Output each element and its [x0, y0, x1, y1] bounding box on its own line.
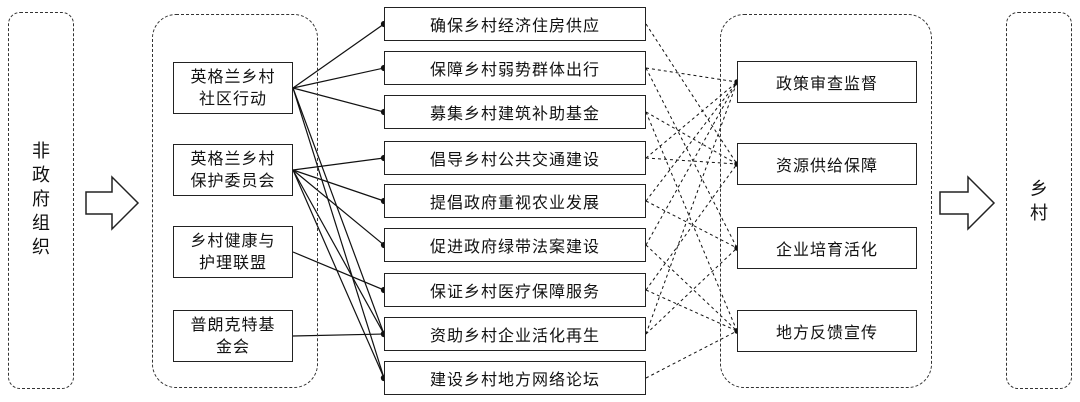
- action-node-4: 倡导乡村公共交通建设: [384, 141, 646, 175]
- org-action-link: [292, 169, 388, 382]
- mechanisms-panel: [720, 14, 932, 388]
- mechanism-node-1: 政策审查监督: [737, 61, 917, 103]
- action-node-9: 建设乡村地方网络论坛: [384, 361, 646, 395]
- mechanism-node-2: 资源供给保障: [737, 143, 917, 185]
- org-node-2: 英格兰乡村保护委员会: [173, 144, 293, 196]
- action-node-5: 提倡政府重视农业发展: [384, 184, 646, 218]
- action-mechanism-link: [645, 328, 740, 379]
- action-mechanism-link: [645, 79, 740, 246]
- org-action-link: [292, 87, 388, 338]
- action-node-8: 资助乡村企业活化再生: [384, 317, 646, 351]
- action-mechanism-link: [645, 79, 740, 202]
- org-node-4: 普朗克特基金会: [173, 310, 293, 362]
- action-mechanism-link: [645, 200, 740, 251]
- action-mechanism-link: [645, 161, 740, 291]
- action-node-1: 确保乡村经济住房供应: [384, 7, 646, 41]
- ngo-panel: [8, 12, 74, 389]
- action-mechanism-link: [645, 79, 740, 159]
- right-flow-arrow: [939, 175, 996, 231]
- action-node-6: 促进政府绿带法案建设: [384, 228, 646, 262]
- org-action-link: [292, 87, 388, 116]
- action-mechanism-link: [645, 67, 740, 251]
- organizations-panel: [152, 14, 318, 388]
- org-action-link: [292, 169, 388, 205]
- org-action-link: [292, 154, 388, 171]
- village-label: 乡村: [1030, 179, 1048, 224]
- mechanism-node-3: 企业培育活化: [737, 227, 917, 269]
- action-node-7: 保证乡村医疗保障服务: [384, 273, 646, 307]
- org-action-link: [292, 20, 388, 89]
- org-action-link: [292, 169, 388, 338]
- action-mechanism-link: [645, 79, 740, 335]
- org-action-link: [292, 330, 388, 338]
- action-node-3: 募集乡村建筑补助基金: [384, 95, 646, 129]
- action-mechanism-link: [645, 244, 740, 334]
- org-node-1: 英格兰乡村社区行动: [173, 62, 293, 114]
- org-node-3: 乡村健康与护理联盟: [173, 226, 293, 278]
- org-action-link: [292, 64, 388, 89]
- org-action-link: [292, 169, 388, 249]
- action-mechanism-link: [645, 245, 740, 335]
- ngo-label: 非政府组织: [32, 141, 50, 258]
- left-flow-arrow: [85, 175, 140, 231]
- village-panel: [1006, 12, 1072, 389]
- action-mechanism-link: [645, 289, 740, 334]
- action-mechanism-link: [645, 23, 740, 167]
- action-node-2: 保障乡村弱势群体出行: [384, 51, 646, 85]
- org-action-link: [292, 251, 388, 294]
- org-action-link: [292, 87, 388, 382]
- mechanism-node-4: 地方反馈宣传: [737, 310, 917, 352]
